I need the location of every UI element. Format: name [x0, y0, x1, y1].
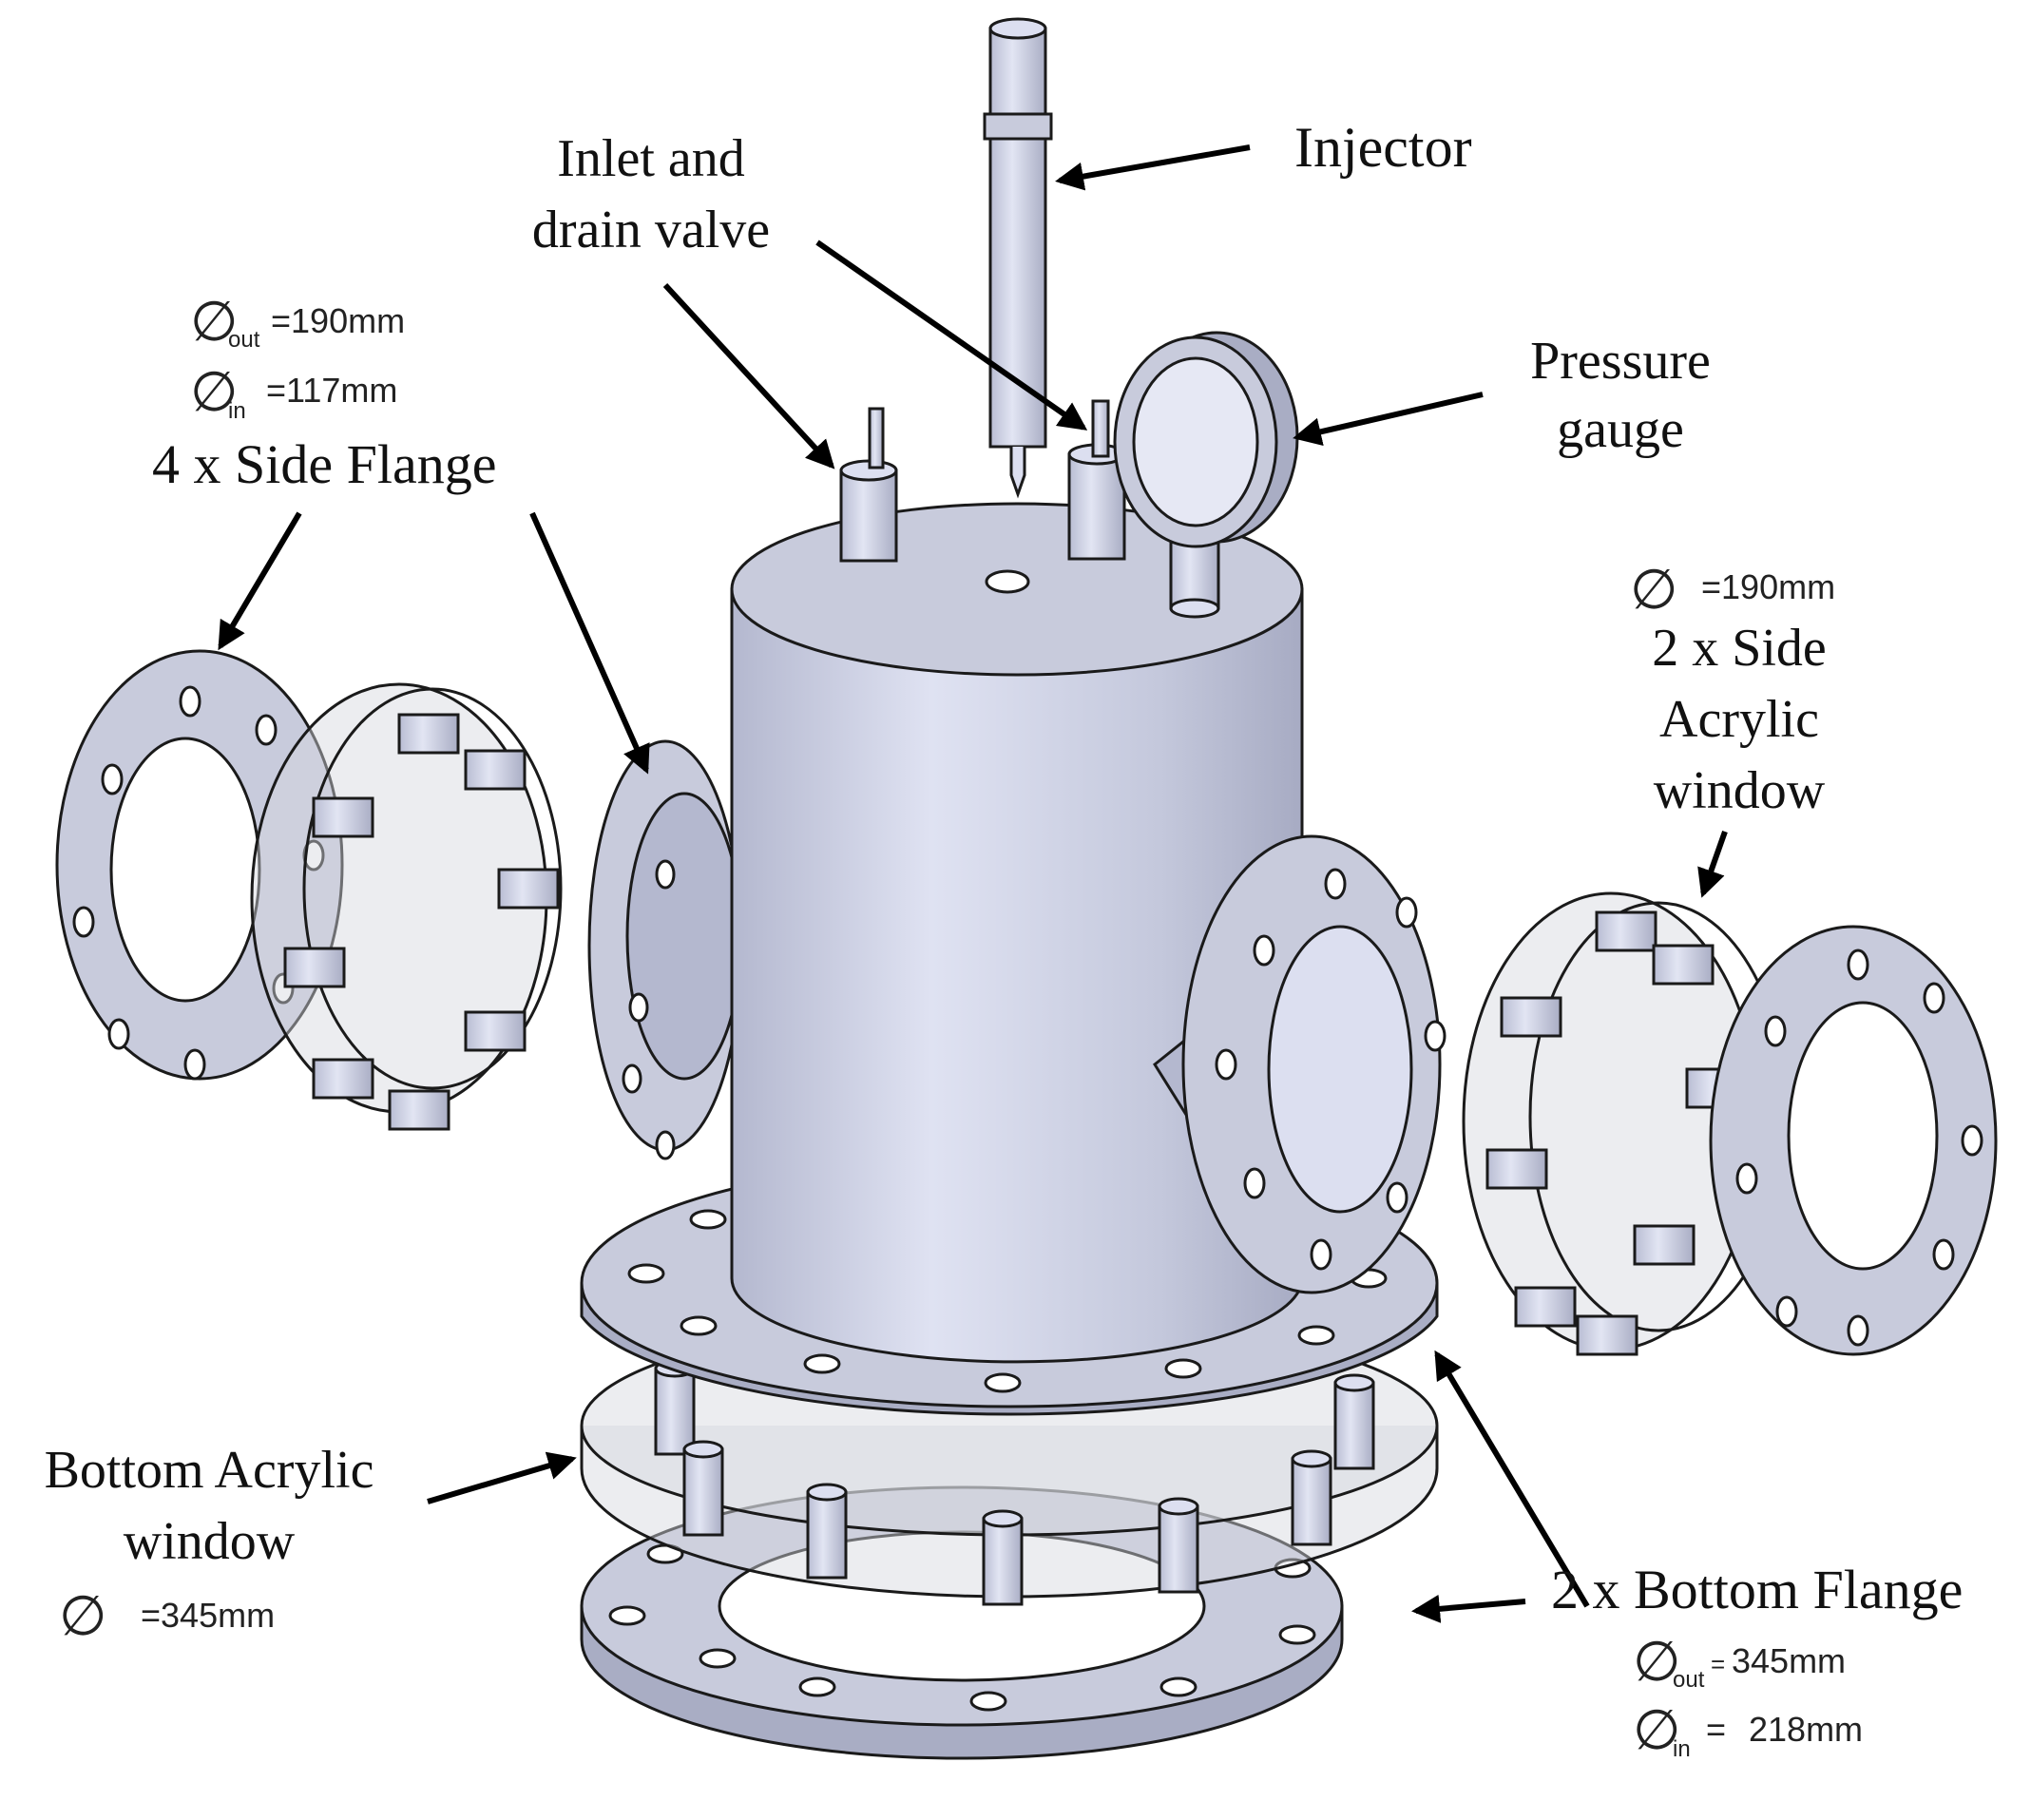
side-flange-dimensions: ∅ out =190mm ∅ in =117mm [190, 291, 405, 424]
equals-sign: = [1706, 1710, 1726, 1749]
subscript-in: in [228, 398, 246, 424]
label-injector: Injector [1294, 116, 1472, 179]
label-side-window-line1: 2 x Side [1652, 619, 1827, 678]
subscript-out: out [1673, 1667, 1705, 1693]
label-side-flange: 4 x Side Flange [152, 433, 496, 495]
arrow-side-flange-left [218, 511, 302, 651]
label-bottom-flange-in: 218mm [1749, 1710, 1863, 1749]
bottom-window-dimension: ∅ =345mm [59, 1585, 275, 1647]
label-side-flange-out: =190mm [271, 301, 405, 340]
left-window-pins [283, 713, 560, 1131]
pressure-gauge [1113, 331, 1299, 619]
diameter-symbol: ∅ [1630, 559, 1678, 621]
arrow-pressure [1293, 392, 1484, 446]
label-side-window-line2: Acrylic [1659, 690, 1819, 749]
arrow-bottom-flange-lower [1411, 1594, 1526, 1623]
label-pressure-line2: gauge [1557, 400, 1684, 459]
diameter-symbol: ∅ [190, 361, 239, 423]
injector [983, 17, 1053, 499]
label-bottom-window-line1: Bottom Acrylic [45, 1441, 374, 1500]
arrow-bottom-flange-upper [1434, 1350, 1590, 1608]
side-window-dimension: ∅ =190mm [1630, 559, 1835, 621]
label-side-window-line3: window [1654, 761, 1826, 820]
label-inlet-line2: drain valve [532, 201, 770, 259]
subscript-in: in [1673, 1736, 1691, 1762]
subscript-out: out [228, 327, 260, 353]
left-port-flange [587, 739, 743, 1160]
label-side-window-dim: =190mm [1701, 567, 1835, 606]
upper-flange-holes [627, 1209, 1388, 1393]
arrow-drain [815, 239, 1088, 431]
bottom-flange-dimensions: ∅ out = 345mm ∅ in = 218mm [1633, 1631, 1863, 1762]
arrow-bottom-window [427, 1451, 577, 1504]
bottom-window-pins [654, 1359, 1375, 1606]
diameter-symbol: ∅ [1633, 1699, 1681, 1761]
label-bottom-flange: 2 x Bottom Flange [1551, 1559, 1963, 1620]
side-acrylic-window-right [1462, 891, 1789, 1356]
arrow-injector [1055, 144, 1251, 191]
arrow-side-flange-port [529, 511, 650, 775]
equals-sign: = [1711, 1650, 1725, 1678]
label-inlet-line1: Inlet and [557, 129, 744, 188]
label-side-flange-in: =117mm [266, 371, 397, 410]
label-bottom-flange-out: 345mm [1732, 1641, 1846, 1680]
label-bottom-window-line2: window [124, 1512, 296, 1571]
diameter-symbol: ∅ [1633, 1631, 1681, 1693]
label-pressure-line1: Pressure [1530, 332, 1711, 391]
side-flange-right [1709, 925, 1998, 1356]
arrow-side-window [1697, 830, 1728, 898]
right-port-flange [1153, 834, 1447, 1294]
side-acrylic-window-left [250, 682, 563, 1131]
label-bottom-window-dim: =345mm [141, 1596, 275, 1635]
arrow-inlet [662, 282, 835, 469]
leader-arrows [218, 144, 1728, 1623]
diameter-symbol: ∅ [190, 291, 239, 353]
inlet-drain-valve [839, 399, 1126, 563]
diameter-symbol: ∅ [59, 1585, 107, 1647]
